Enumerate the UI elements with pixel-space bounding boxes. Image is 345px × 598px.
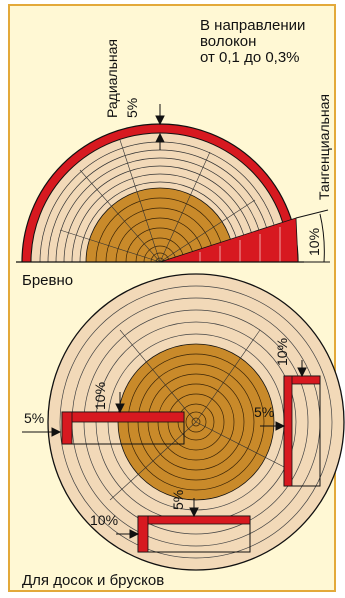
right-board-top-label: 10% — [274, 337, 290, 366]
wedge-hatching — [199, 227, 281, 262]
right-board-side-label: 5% — [254, 404, 275, 420]
log-cross-section — [22, 273, 345, 571]
tangential-dimension — [295, 209, 330, 263]
left-board-side-label: 5% — [24, 410, 45, 426]
fiber-note-line-3: от 0,1 до 0,3% — [200, 49, 300, 66]
fiber-note-line-2: волокон — [200, 33, 257, 50]
full-cracks — [109, 329, 291, 501]
tangential-shrinkage-wedge — [159, 217, 299, 262]
fiber-direction-note: В направлении волокон от 0,1 до 0,3% — [200, 18, 305, 66]
bottom-board-side-label: 10% — [90, 512, 119, 528]
growth-rings-inner — [95, 197, 225, 262]
fiber-note-line-1: В направлении — [200, 17, 306, 34]
left-board — [61, 411, 185, 445]
log-half-section — [21, 123, 299, 262]
radial-value: 5% — [124, 97, 140, 118]
heartwood-log — [85, 187, 235, 262]
boards-caption: Для досок и брусков — [22, 572, 165, 589]
tangential-label: Тангенциальная — [316, 94, 332, 200]
radial-arrow — [155, 104, 165, 150]
radial-cracks — [59, 139, 256, 262]
left-board-top-label: 10% — [92, 381, 108, 410]
log-caption: Бревно — [22, 272, 74, 289]
radial-label: Радиальная — [104, 39, 120, 118]
tangential-value: 10% — [306, 227, 322, 256]
bottom-board-top-label: 5% — [170, 489, 186, 510]
dimension-arrows — [22, 360, 307, 539]
